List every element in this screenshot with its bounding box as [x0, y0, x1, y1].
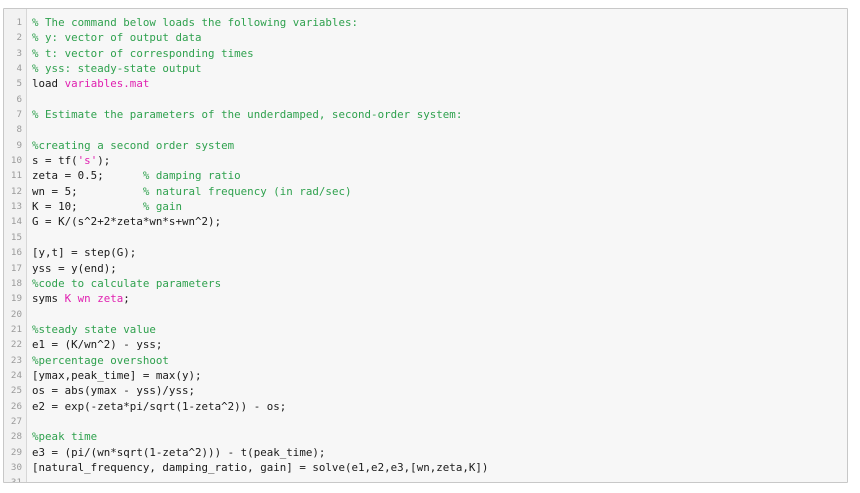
- code-line[interactable]: [y,t] = step(G);: [32, 245, 847, 260]
- line-number: 21: [10, 323, 22, 335]
- line-number: 10: [10, 155, 22, 167]
- line-number: 8: [16, 124, 22, 136]
- code-line[interactable]: e2 = exp(-zeta*pi/sqrt(1-zeta^2)) - os;: [32, 399, 847, 414]
- line-number: 1: [16, 17, 22, 28]
- code-token-comment: % yss: steady-state output: [32, 62, 202, 76]
- line-number: 4: [16, 63, 22, 75]
- code-token-string: 's': [77, 154, 98, 168]
- code-token-string: variables.mat: [64, 77, 150, 91]
- code-line[interactable]: zeta = 0.5; % damping ratio: [32, 168, 847, 183]
- code-token-plain: os = abs(ymax - yss)/yss;: [32, 384, 196, 398]
- line-number: 15: [10, 231, 22, 243]
- code-token-plain: K = 10;: [32, 200, 143, 214]
- line-number: 19: [10, 293, 22, 305]
- code-token-plain: [natural_frequency, damping_ratio, gain]…: [32, 460, 489, 474]
- code-token-comment: % gain: [142, 200, 182, 214]
- code-line[interactable]: [natural_frequency, damping_ratio, gain]…: [32, 460, 847, 475]
- line-number: 5: [16, 78, 22, 90]
- line-number: 20: [10, 308, 22, 320]
- code-token-plain: G = K/(s^2+2*zeta*wn*s+wn^2);: [32, 215, 222, 229]
- code-line[interactable]: [32, 92, 847, 107]
- code-token-plain: e3 = (pi/(wn*sqrt(1-zeta^2))) - t(peak_t…: [32, 445, 326, 459]
- line-number: 13: [10, 201, 22, 213]
- code-line[interactable]: s = tf('s');: [32, 153, 847, 168]
- code-line[interactable]: e1 = (K/wn^2) - yss;: [32, 337, 847, 352]
- line-number: 25: [10, 385, 22, 397]
- line-number: 17: [10, 262, 22, 274]
- code-line[interactable]: % y: vector of output data: [32, 30, 847, 45]
- line-number: 31: [10, 477, 22, 483]
- line-number: 6: [16, 93, 22, 105]
- code-line[interactable]: % t: vector of corresponding times: [32, 46, 847, 61]
- line-number: 11: [10, 170, 22, 182]
- line-number: 12: [10, 185, 22, 197]
- code-token-plain: zeta = 0.5;: [32, 169, 143, 183]
- code-line[interactable]: [32, 122, 847, 137]
- code-token-plain: [ymax,peak_time] = max(y);: [32, 368, 202, 382]
- code-token-plain: s = tf(: [32, 154, 78, 168]
- code-line[interactable]: [32, 414, 847, 429]
- code-token-plain: );: [97, 154, 111, 168]
- code-line[interactable]: K = 10; % gain: [32, 199, 847, 214]
- code-token-comment: %peak time: [32, 430, 98, 444]
- code-line[interactable]: [32, 475, 847, 482]
- line-number: 28: [10, 431, 22, 443]
- code-line[interactable]: % The command below loads the following …: [32, 15, 847, 30]
- code-token-comment: % Estimate the parameters of the underda…: [32, 108, 463, 122]
- line-number: 23: [10, 354, 22, 366]
- code-token-plain: e1 = (K/wn^2) - yss;: [32, 338, 163, 352]
- line-number: 9: [16, 139, 22, 151]
- code-token-plain: ;: [123, 292, 130, 306]
- code-token-comment: % y: vector of output data: [32, 31, 202, 45]
- line-number: 18: [10, 277, 22, 289]
- code-line[interactable]: os = abs(ymax - yss)/yss;: [32, 383, 847, 398]
- code-token-comment: % damping ratio: [142, 169, 241, 183]
- code-line[interactable]: G = K/(s^2+2*zeta*wn*s+wn^2);: [32, 214, 847, 229]
- line-number: 22: [10, 339, 22, 351]
- code-token-comment: %percentage overshoot: [32, 353, 169, 367]
- code-token-plain: load: [32, 77, 65, 91]
- code-token-comment: % natural frequency (in rad/sec): [142, 184, 352, 198]
- line-number: 7: [16, 109, 22, 121]
- code-token-plain: wn = 5;: [32, 184, 143, 198]
- code-line[interactable]: load variables.mat: [32, 76, 847, 91]
- code-token-comment: % t: vector of corresponding times: [32, 46, 254, 60]
- code-token-comment: % The command below loads the following …: [32, 16, 359, 29]
- code-line[interactable]: [32, 230, 847, 245]
- code-line[interactable]: %creating a second order system: [32, 138, 847, 153]
- code-line[interactable]: wn = 5; % natural frequency (in rad/sec): [32, 184, 847, 199]
- code-line[interactable]: %code to calculate parameters: [32, 276, 847, 291]
- code-token-comment: %code to calculate parameters: [32, 276, 222, 290]
- code-line[interactable]: syms K wn zeta;: [32, 291, 847, 306]
- code-token-plain: e2 = exp(-zeta*pi/sqrt(1-zeta^2)) - os;: [32, 399, 287, 413]
- code-token-comment: %creating a second order system: [32, 138, 235, 152]
- code-line[interactable]: yss = y(end);: [32, 261, 847, 276]
- line-number: 30: [10, 461, 22, 473]
- line-number: 27: [10, 415, 22, 427]
- line-number: 24: [10, 369, 22, 381]
- line-number: 14: [10, 216, 22, 228]
- line-number: 29: [10, 446, 22, 458]
- code-token-string: K wn zeta: [64, 292, 124, 306]
- code-token-plain: yss = y(end);: [32, 261, 117, 275]
- code-line[interactable]: % Estimate the parameters of the underda…: [32, 107, 847, 122]
- line-number: 2: [16, 32, 22, 44]
- line-number: 3: [16, 47, 22, 59]
- code-token-plain: [y,t] = step(G);: [32, 246, 137, 260]
- code-token-comment: %steady state value: [32, 322, 156, 336]
- code-line[interactable]: % yss: steady-state output: [32, 61, 847, 76]
- code-line[interactable]: %percentage overshoot: [32, 353, 847, 368]
- line-number: 26: [10, 400, 22, 412]
- code-line[interactable]: e3 = (pi/(wn*sqrt(1-zeta^2))) - t(peak_t…: [32, 445, 847, 460]
- code-line[interactable]: [ymax,peak_time] = max(y);: [32, 368, 847, 383]
- line-number: 16: [10, 247, 22, 259]
- code-line[interactable]: [32, 307, 847, 322]
- code-token-plain: syms: [32, 292, 65, 306]
- code-line[interactable]: %steady state value: [32, 322, 847, 337]
- code-text-area[interactable]: % The command below loads the following …: [27, 9, 847, 482]
- code-line[interactable]: %peak time: [32, 429, 847, 444]
